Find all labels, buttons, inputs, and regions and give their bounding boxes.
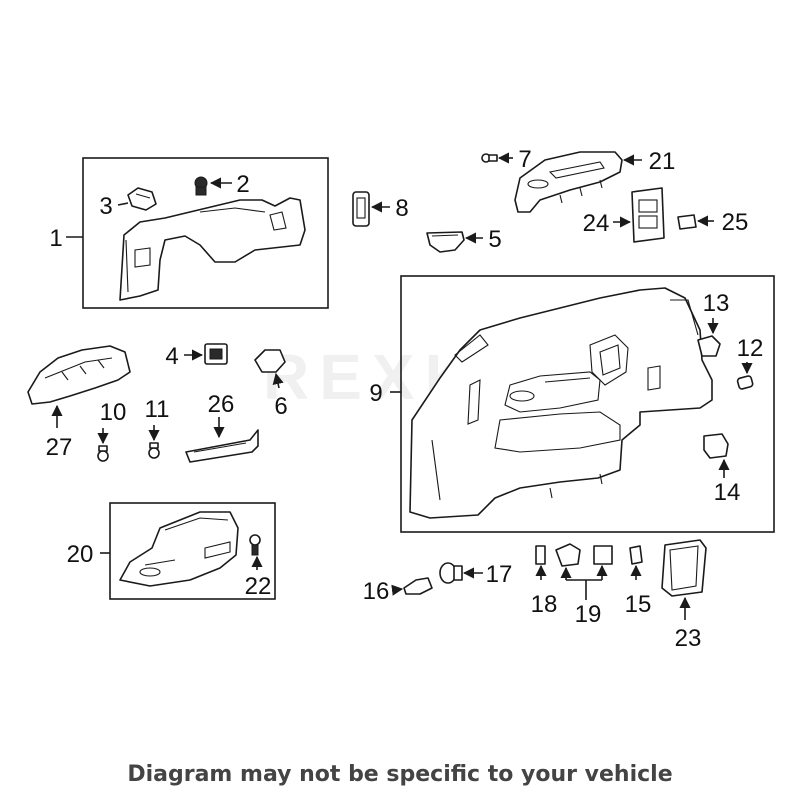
callout-26[interactable]: 26 bbox=[208, 391, 235, 418]
callout-10[interactable]: 10 bbox=[100, 399, 127, 426]
callout-24[interactable]: 24 bbox=[583, 210, 610, 237]
part-8-bracket[interactable] bbox=[352, 191, 370, 227]
callout-17[interactable]: 17 bbox=[486, 561, 513, 588]
callout-9[interactable]: 9 bbox=[369, 380, 382, 407]
part-20-tray[interactable] bbox=[119, 511, 239, 587]
part-14-bracket[interactable] bbox=[703, 433, 729, 459]
callout-22[interactable]: 22 bbox=[245, 573, 272, 600]
part-11-clip[interactable] bbox=[148, 442, 160, 459]
part-5-handle-cover[interactable] bbox=[426, 231, 465, 253]
callout-11[interactable]: 11 bbox=[145, 396, 170, 423]
group-box-20 bbox=[109, 502, 276, 600]
callout-5[interactable]: 5 bbox=[488, 226, 501, 253]
callout-14[interactable]: 14 bbox=[714, 479, 741, 506]
part-16-clip[interactable] bbox=[403, 577, 433, 595]
group-box-1 bbox=[82, 157, 329, 309]
part-21-cupholder-trim[interactable] bbox=[514, 151, 623, 213]
part-25-cover[interactable] bbox=[677, 214, 697, 230]
callout-6[interactable]: 6 bbox=[274, 393, 287, 420]
part-24-panel[interactable] bbox=[631, 187, 665, 243]
part-19-clips[interactable] bbox=[555, 543, 613, 567]
part-23-lid[interactable] bbox=[661, 539, 707, 597]
part-10-clip[interactable] bbox=[97, 445, 109, 462]
part-12-plug[interactable] bbox=[736, 375, 754, 390]
part-27-jack-cover[interactable] bbox=[27, 345, 131, 405]
callout-20[interactable]: 20 bbox=[67, 541, 94, 568]
callout-7[interactable]: 7 bbox=[518, 146, 531, 173]
callout-18[interactable]: 18 bbox=[531, 591, 558, 618]
callout-16[interactable]: 16 bbox=[363, 578, 390, 605]
callout-13[interactable]: 13 bbox=[703, 290, 730, 317]
part-6-cover[interactable] bbox=[254, 349, 286, 373]
part-3-clip[interactable] bbox=[127, 187, 157, 211]
part-18-clip[interactable] bbox=[535, 545, 546, 565]
callout-15[interactable]: 15 bbox=[625, 591, 652, 618]
callout-21[interactable]: 21 bbox=[649, 148, 676, 175]
callout-8[interactable]: 8 bbox=[395, 195, 408, 222]
callout-12[interactable]: 12 bbox=[737, 335, 764, 362]
part-13-clip[interactable] bbox=[697, 335, 721, 357]
part-7-clip[interactable] bbox=[481, 153, 498, 163]
part-22-bolt[interactable] bbox=[249, 534, 261, 556]
part-17-plug[interactable] bbox=[439, 562, 463, 584]
callout-27[interactable]: 27 bbox=[46, 434, 73, 461]
callout-4[interactable]: 4 bbox=[165, 343, 178, 370]
part-15-clip[interactable] bbox=[629, 545, 643, 565]
callout-3[interactable]: 3 bbox=[99, 193, 112, 220]
callout-25[interactable]: 25 bbox=[722, 209, 749, 236]
part-26-bracket[interactable] bbox=[185, 429, 259, 463]
callout-1[interactable]: 1 bbox=[49, 225, 62, 252]
callout-2[interactable]: 2 bbox=[236, 171, 249, 198]
group-box-9 bbox=[400, 275, 775, 533]
callout-19[interactable]: 19 bbox=[575, 601, 602, 628]
part-2-screw[interactable] bbox=[194, 176, 208, 196]
callout-23[interactable]: 23 bbox=[675, 625, 702, 652]
part-9-quarter-trim[interactable] bbox=[409, 287, 713, 519]
part-4-clip[interactable] bbox=[204, 343, 228, 365]
disclaimer-text: Diagram may not be specific to your vehi… bbox=[127, 762, 673, 787]
part-1-side-trim[interactable] bbox=[119, 197, 306, 301]
